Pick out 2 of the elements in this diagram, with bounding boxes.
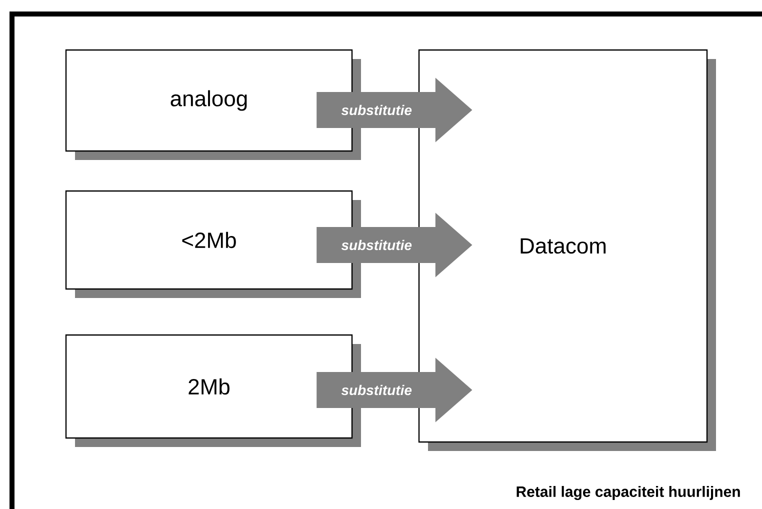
target-box: Datacom — [418, 49, 716, 451]
caption: Retail lage capaciteit huurlijnen — [516, 486, 740, 500]
